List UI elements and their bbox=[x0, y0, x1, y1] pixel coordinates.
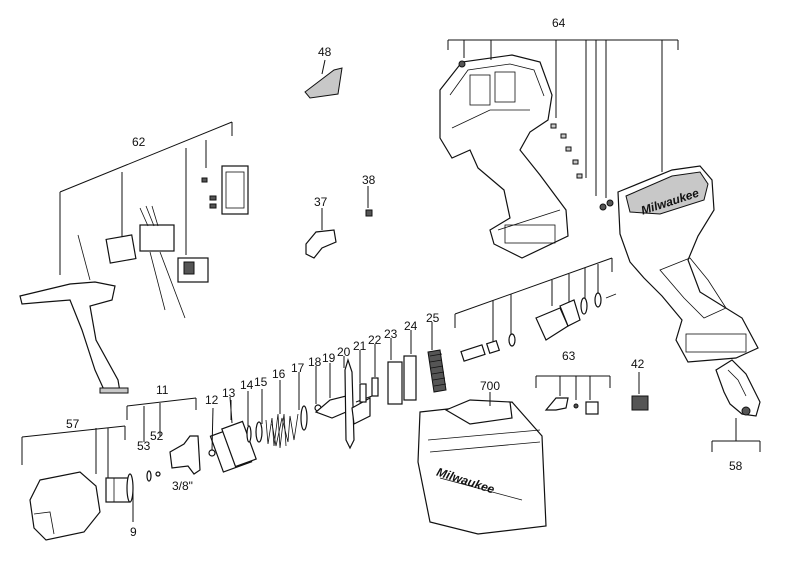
label-11: 11 bbox=[156, 383, 169, 397]
label-53: 53 bbox=[137, 439, 151, 453]
label-12: 12 bbox=[205, 393, 219, 407]
label-14: 14 bbox=[240, 378, 254, 392]
label-64: 64 bbox=[552, 16, 566, 30]
label-13: 13 bbox=[222, 386, 236, 400]
motor-assembly bbox=[454, 257, 617, 362]
part-63 bbox=[535, 375, 611, 415]
label-24: 24 bbox=[404, 319, 418, 333]
label-19: 19 bbox=[322, 351, 336, 365]
label-42: 42 bbox=[631, 357, 645, 371]
label-20: 20 bbox=[337, 345, 351, 359]
label-18: 18 bbox=[308, 355, 322, 369]
label-57: 57 bbox=[66, 417, 80, 431]
label-9: 9 bbox=[130, 525, 137, 539]
part-48 bbox=[304, 59, 343, 99]
part-64-bracket bbox=[447, 39, 679, 198]
part-38 bbox=[365, 186, 373, 217]
part-11-bracket bbox=[126, 397, 201, 482]
part-42 bbox=[631, 372, 649, 411]
label-22: 22 bbox=[368, 333, 382, 347]
label-37: 37 bbox=[314, 195, 328, 209]
part-700-case: Milwaukee bbox=[417, 392, 547, 535]
part-62-electronics bbox=[19, 121, 249, 394]
part-57-chuck bbox=[21, 425, 134, 541]
label-63: 63 bbox=[562, 349, 576, 363]
label-25: 25 bbox=[426, 311, 440, 325]
part-number-labels: 48 64 62 38 37 25 24 23 22 21 20 19 18 1… bbox=[66, 16, 743, 539]
label-58: 58 bbox=[729, 459, 743, 473]
label-23: 23 bbox=[384, 327, 398, 341]
label-700: 700 bbox=[480, 379, 500, 393]
label-15: 15 bbox=[254, 375, 268, 389]
label-21: 21 bbox=[353, 339, 367, 353]
label-52: 52 bbox=[150, 429, 164, 443]
label-17: 17 bbox=[291, 361, 305, 375]
label-size-3-8: 3/8" bbox=[172, 479, 193, 493]
part-64-housing-right: Milwaukee bbox=[599, 165, 759, 363]
part-37 bbox=[305, 208, 337, 259]
label-16: 16 bbox=[272, 367, 286, 381]
part-58 bbox=[711, 359, 761, 452]
part-64-housing-left bbox=[439, 54, 583, 259]
label-38: 38 bbox=[362, 173, 376, 187]
label-48: 48 bbox=[318, 45, 332, 59]
label-62: 62 bbox=[132, 135, 146, 149]
drive-train-parts bbox=[208, 322, 447, 473]
